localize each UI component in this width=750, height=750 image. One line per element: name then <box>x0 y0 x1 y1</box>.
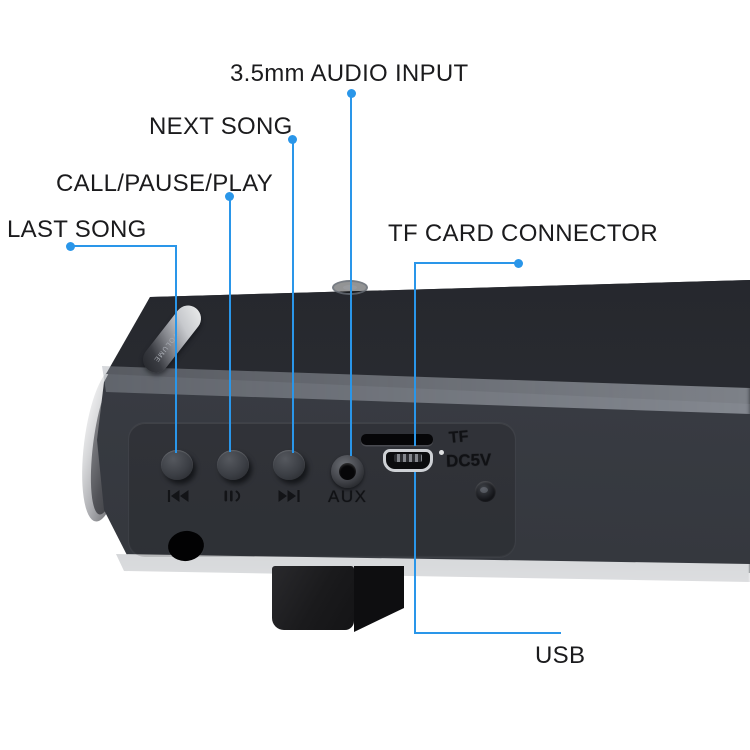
next-song-line <box>292 141 294 453</box>
label-audio-input: 3.5mm AUDIO INPUT <box>230 60 469 87</box>
aux-jack-hole <box>339 463 356 480</box>
label-usb: USB <box>535 642 586 669</box>
previous-track-icon <box>167 490 189 502</box>
call-pause-play-line <box>229 198 231 452</box>
last-song-dot <box>66 242 75 251</box>
label-call-pause-play: CALL/PAUSE/PLAY <box>56 170 274 197</box>
micro-usb-port <box>383 449 433 472</box>
tf-printed-label: TF <box>448 428 470 447</box>
tf-card-line-vertical <box>414 262 416 446</box>
volume-rocker: VOLUME <box>137 300 207 378</box>
last-song-line-vertical <box>175 245 177 453</box>
usb-line-horizontal <box>414 632 561 634</box>
next-song-dot <box>288 135 297 144</box>
label-last-song: LAST SONG <box>7 216 147 243</box>
next-track-icon <box>278 490 300 502</box>
label-tf-card-connector: TF CARD CONNECTOR <box>388 220 658 247</box>
led-indicator-hole <box>475 481 496 502</box>
next-track-button <box>273 450 305 480</box>
call-pause-play-icon <box>224 490 241 502</box>
previous-track-button <box>161 450 193 480</box>
usb-pins <box>394 454 422 462</box>
last-song-line-horizontal <box>70 245 177 247</box>
label-next-song: NEXT SONG <box>149 113 293 140</box>
device-foot <box>272 566 354 630</box>
indicator-dot <box>439 450 444 455</box>
tf-card-slot <box>361 434 433 445</box>
audio-input-line <box>350 95 352 456</box>
audio-input-dot <box>347 89 356 98</box>
call-pause-play-button <box>217 450 249 480</box>
usb-line-vertical <box>414 472 416 634</box>
aux-printed-label: AUX <box>328 487 368 506</box>
tf-card-dot <box>514 259 523 268</box>
tf-card-line-horizontal <box>414 262 520 264</box>
dc5v-printed-label: DC5V <box>445 450 492 471</box>
call-pause-play-dot <box>225 192 234 201</box>
